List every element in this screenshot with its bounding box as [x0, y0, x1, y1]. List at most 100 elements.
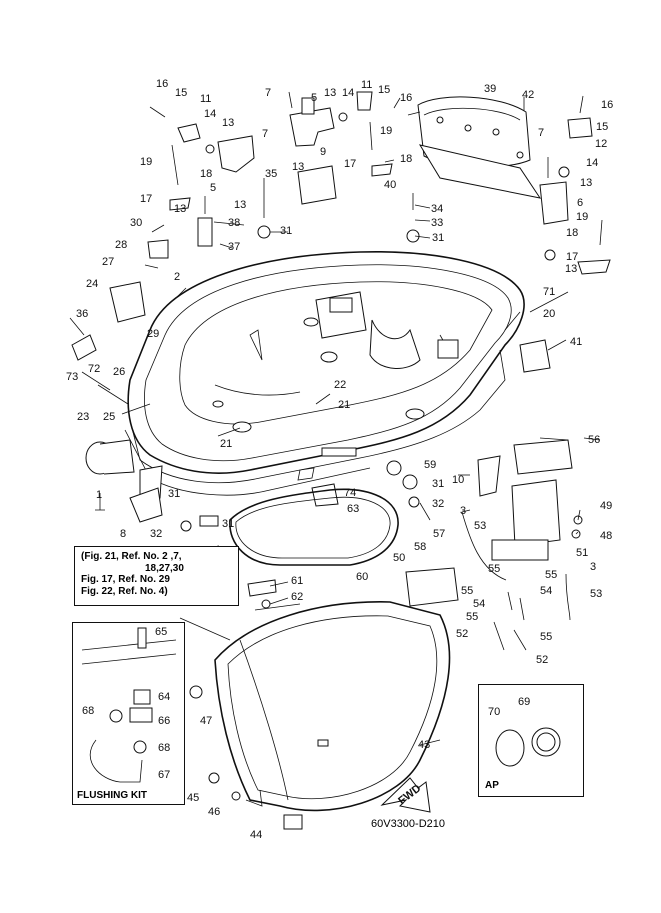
callout-28: 28: [115, 239, 127, 251]
callout-5-b: 5: [210, 182, 216, 194]
callout-52-a: 52: [456, 628, 468, 640]
bottom-cowling: [124, 250, 525, 496]
callout-10: 10: [452, 474, 464, 486]
callout-14-b: 14: [342, 87, 354, 99]
callout-3-a: 3: [460, 505, 466, 517]
callout-17-c: 17: [566, 251, 578, 263]
callout-70: 70: [488, 706, 500, 718]
callout-37: 37: [228, 241, 240, 253]
callout-22: 22: [334, 379, 346, 391]
callout-40: 40: [384, 179, 396, 191]
callout-58: 58: [414, 541, 426, 553]
callout-13-b: 13: [324, 87, 336, 99]
reference-note-box: (Fig. 21, Ref. No. 2 ,7, 18,27,30 Fig. 1…: [74, 546, 239, 606]
callout-71: 71: [543, 286, 555, 298]
flushing-kit-label: FLUSHING KIT: [77, 790, 147, 801]
callout-34: 34: [431, 203, 443, 215]
callout-31-d: 31: [168, 488, 180, 500]
callout-15-b: 15: [378, 84, 390, 96]
callout-1: 1: [96, 489, 102, 501]
callout-59: 59: [424, 459, 436, 471]
callout-16-a: 16: [156, 78, 168, 90]
callout-53-a: 53: [474, 520, 486, 532]
callout-6: 6: [577, 197, 583, 209]
callout-38: 38: [228, 217, 240, 229]
callout-65: 65: [155, 626, 167, 638]
callout-21-b: 21: [220, 438, 232, 450]
callout-7-a: 7: [265, 87, 271, 99]
callout-48: 48: [600, 530, 612, 542]
callout-2: 2: [174, 271, 180, 283]
callout-5-a: 5: [311, 92, 317, 104]
callout-26: 26: [113, 366, 125, 378]
callout-32-b: 32: [150, 528, 162, 540]
callout-47: 47: [200, 715, 212, 727]
lower-cover: [189, 579, 451, 830]
callout-42: 42: [522, 89, 534, 101]
callout-67: 67: [158, 769, 170, 781]
callout-31-e: 31: [222, 518, 234, 530]
callout-64: 64: [158, 691, 170, 703]
callout-13-c: 13: [292, 161, 304, 173]
diagram-code: 60V3300-D210: [371, 818, 446, 830]
callout-21-a: 21: [338, 399, 350, 411]
callout-69: 69: [518, 696, 530, 708]
fwd-arrow-icon: FWD: [380, 777, 431, 813]
callout-19-c: 19: [576, 211, 588, 223]
callout-55-a: 55: [488, 563, 500, 575]
callout-19-b: 19: [380, 125, 392, 137]
flushing-kit-parts: [81, 627, 177, 783]
callout-24: 24: [86, 278, 98, 290]
callout-31-b: 31: [432, 232, 444, 244]
callout-68-a: 68: [82, 705, 94, 717]
exhaust-cover: [417, 96, 542, 199]
callout-55-e: 55: [540, 631, 552, 643]
callout-63: 63: [347, 503, 359, 515]
callout-53-b: 53: [590, 588, 602, 600]
callout-43: 43: [418, 739, 430, 751]
callout-13-a: 13: [222, 117, 234, 129]
seal: [229, 488, 399, 566]
callout-19-a: 19: [140, 156, 152, 168]
callout-20: 20: [543, 308, 555, 320]
callout-7-b: 7: [262, 128, 268, 140]
callout-14-c: 14: [586, 157, 598, 169]
callout-31-c: 31: [432, 478, 444, 490]
callout-61: 61: [291, 575, 303, 587]
callout-7-c: 7: [538, 127, 544, 139]
callout-8: 8: [120, 528, 126, 540]
callout-44: 44: [250, 829, 262, 841]
callout-labels: 1 2 3 3 4 5 5 6 7 7 7 8 9 10 11 11 12 13…: [66, 78, 613, 841]
callout-30: 30: [130, 217, 142, 229]
callout-14-a: 14: [204, 108, 216, 120]
callout-73: 73: [66, 371, 78, 383]
callout-72: 72: [88, 363, 100, 375]
callout-15-a: 15: [175, 87, 187, 99]
callout-45: 45: [187, 792, 199, 804]
callout-66: 66: [158, 715, 170, 727]
callout-41: 41: [570, 336, 582, 348]
callout-13-g: 13: [174, 203, 186, 215]
note-line-1: (Fig. 21, Ref. No. 2 ,7,: [81, 551, 182, 562]
callout-17-b: 17: [344, 158, 356, 170]
callout-46: 46: [208, 806, 220, 818]
callout-25: 25: [103, 411, 115, 423]
callout-13-f: 13: [565, 263, 577, 275]
callout-11-b: 11: [361, 79, 372, 91]
note-line-4: Fig. 22, Ref. No. 4): [81, 585, 168, 597]
leader-lines: [69, 111, 601, 746]
callout-54-a: 54: [473, 598, 485, 610]
callout-23: 23: [77, 411, 89, 423]
callout-32-a: 32: [432, 498, 444, 510]
callout-50: 50: [393, 552, 405, 564]
callout-9: 9: [320, 146, 326, 158]
ap-box: AP: [478, 684, 584, 797]
callout-13-e: 13: [580, 177, 592, 189]
note-line-2: 18,27,30: [145, 562, 184, 574]
callout-27: 27: [102, 256, 114, 268]
side-parts: [71, 334, 583, 651]
callout-60: 60: [356, 571, 368, 583]
callout-51: 51: [576, 547, 588, 559]
callout-39: 39: [484, 83, 496, 95]
